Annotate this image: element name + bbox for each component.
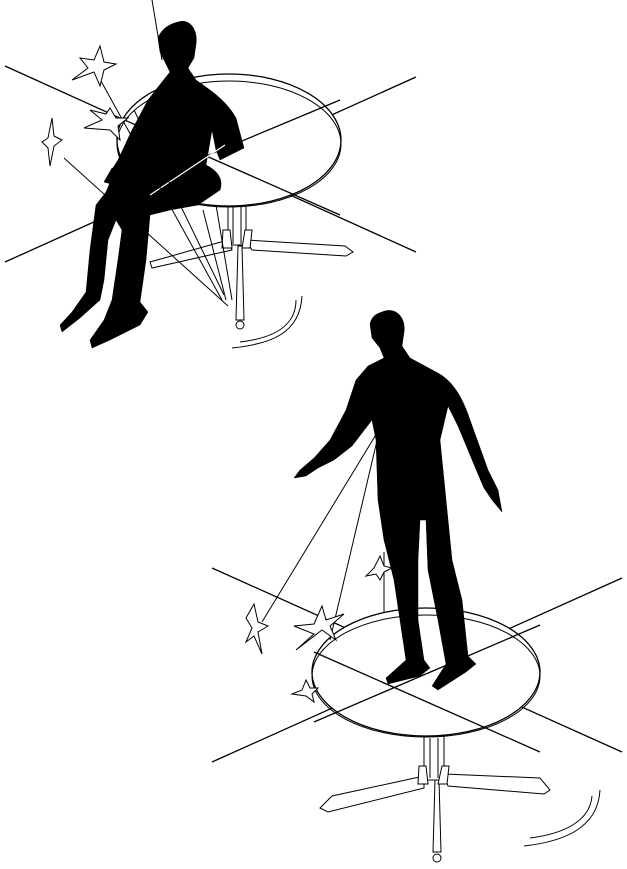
table-base xyxy=(150,200,353,329)
impact-star-icon xyxy=(42,118,62,166)
top-panel xyxy=(5,0,416,348)
impact-star-icon xyxy=(366,556,392,580)
impact-star-icon xyxy=(72,46,116,86)
impact-star-icon xyxy=(246,604,268,654)
table-base xyxy=(320,736,550,862)
table-top xyxy=(312,608,540,736)
bottom-panel xyxy=(212,310,622,862)
